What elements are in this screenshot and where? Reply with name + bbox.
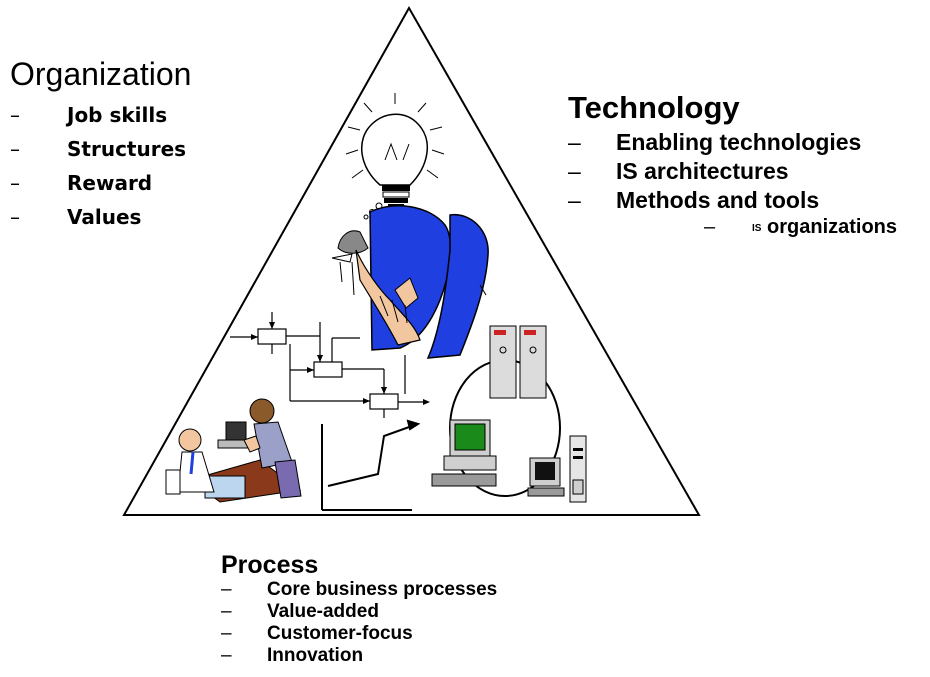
technology-heading: Technology xyxy=(568,90,740,125)
process-heading: Process xyxy=(221,551,319,579)
growth-arrow-icon xyxy=(321,419,421,511)
meeting-people-icon xyxy=(165,398,302,503)
flowchart-icon xyxy=(230,312,430,418)
computer-network-icon xyxy=(431,325,587,503)
organization-heading: Organization xyxy=(10,56,192,92)
subitem-prefix: IS xyxy=(752,223,762,234)
thinking-person-icon xyxy=(331,205,489,359)
subitem-text: organizations xyxy=(767,216,898,238)
